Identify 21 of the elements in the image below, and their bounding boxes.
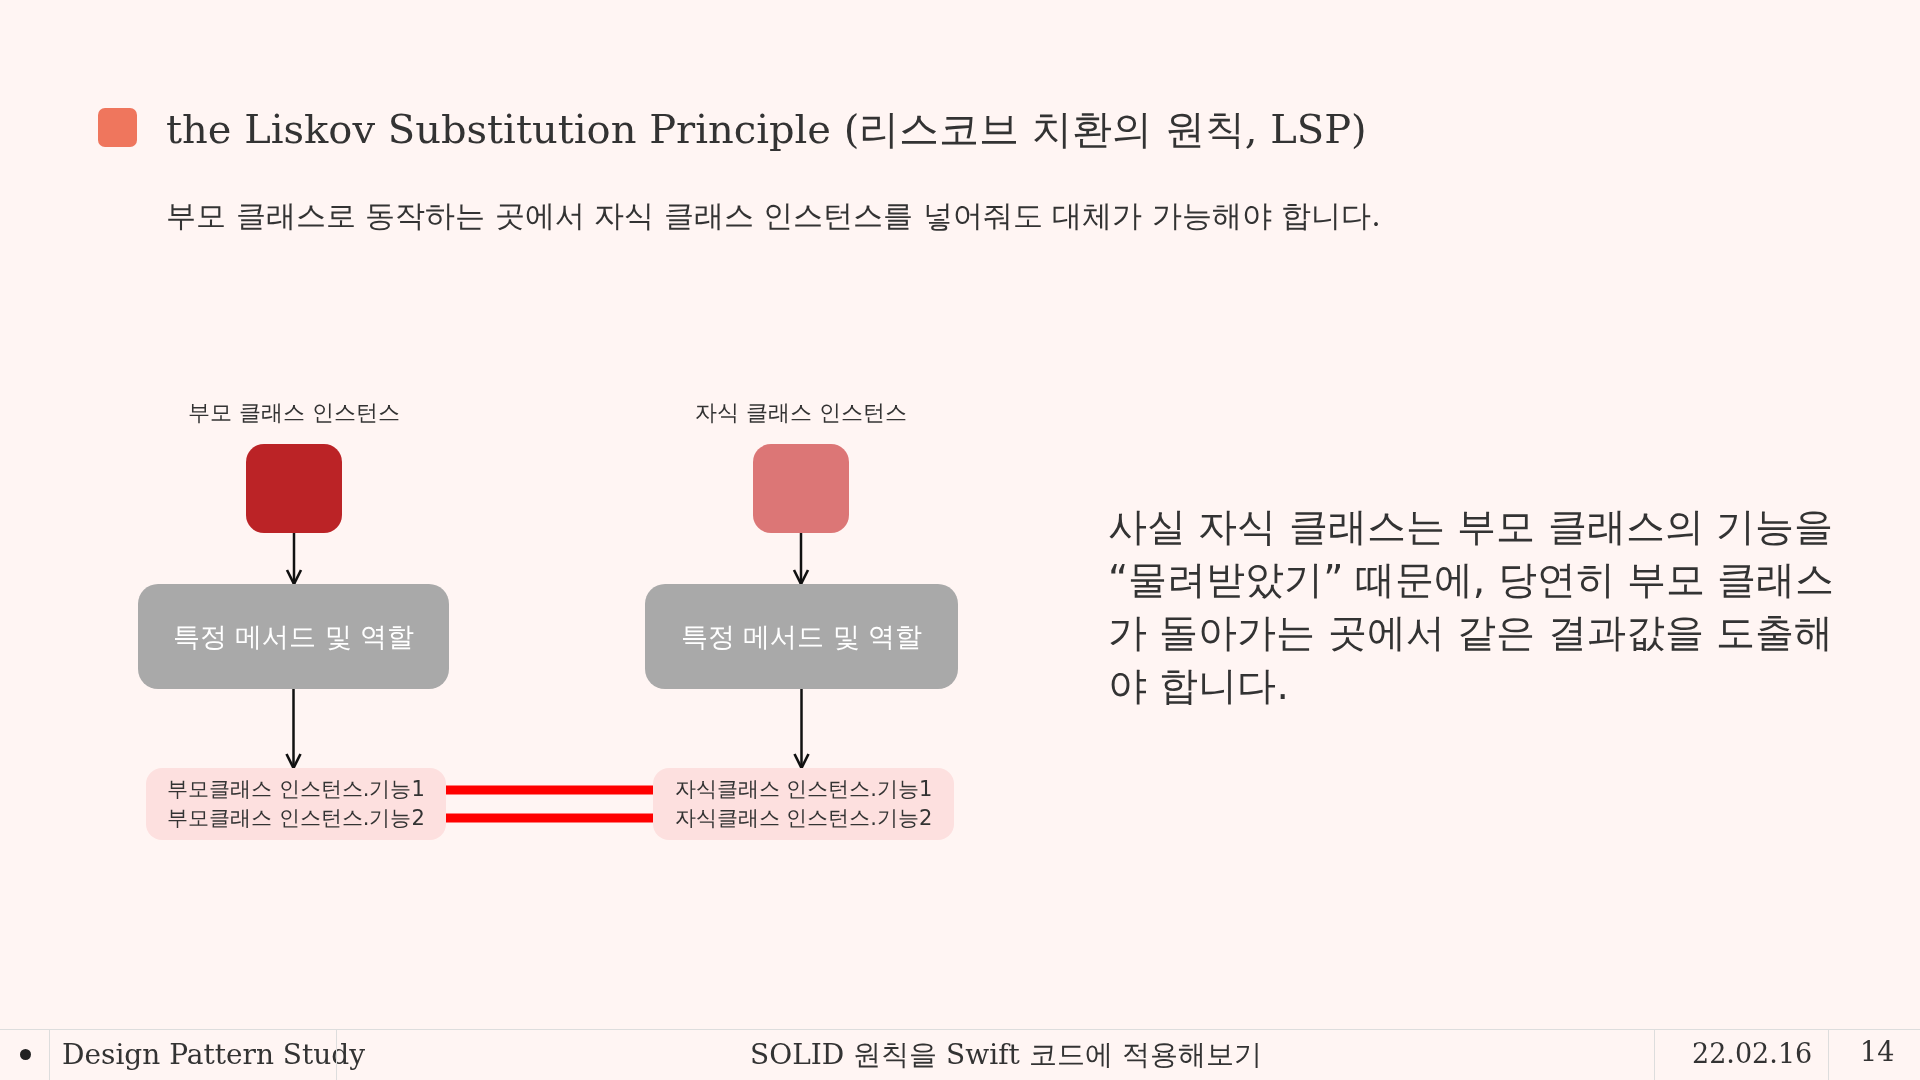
arrow	[792, 533, 810, 586]
arrow	[285, 689, 302, 770]
explanation-paragraph: 사실 자식 클래스는 부모 클래스의 기능을 “물려받았기” 때문에, 당연히 부모 클래스가 돌아가는 곳에서 같은 결과값을 도출해야 합니다.	[1108, 503, 1836, 710]
page-number: 14	[1860, 1036, 1895, 1067]
instance-label: 자식 클래스 인스턴스	[695, 399, 907, 427]
footer-text: Design Pattern Study	[62, 1038, 366, 1071]
result-text: 부모클래스 인스턴스.기능1	[167, 776, 425, 803]
footer-date: 22.02.16	[1692, 1038, 1813, 1069]
method-box: 특정 메서드 및 역할	[138, 584, 449, 689]
result-text: 부모클래스 인스턴스.기능2	[167, 805, 425, 832]
footer-title: SOLID 원칙을 Swift 코드에 적용해보기	[750, 1037, 1262, 1073]
result-box	[146, 768, 446, 840]
arrow	[285, 533, 303, 586]
result-text: 자식클래스 인스턴스.기능1	[674, 776, 933, 803]
instance-label: 부모 클래스 인스턴스	[188, 399, 400, 427]
slide-title: the Liskov Substitution Principle (리스코브 치환의 원칙, LSP)	[166, 105, 1367, 154]
method-box: 특정 메서드 및 역할	[645, 584, 958, 689]
result-text: 자식클래스 인스턴스.기능2	[674, 805, 933, 832]
result-box	[653, 768, 954, 840]
arrow	[793, 689, 810, 770]
subtitle-text: 부모 클래스로 동작하는 곳에서 자식 클래스 인스턴스를 넣어줘도 대체가 가능해야 합니다.	[166, 197, 1381, 235]
